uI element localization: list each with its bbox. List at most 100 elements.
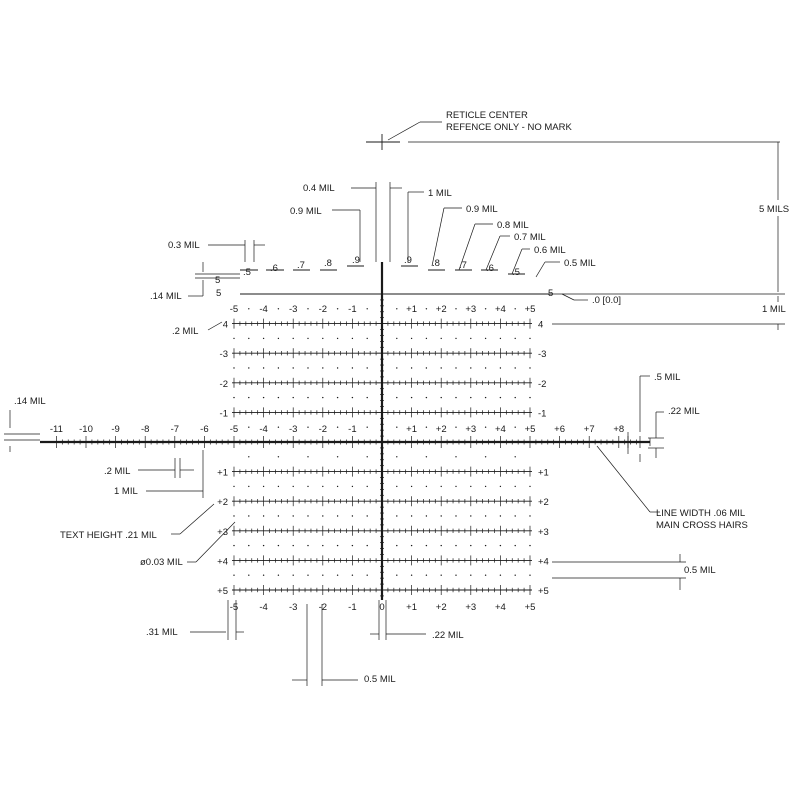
bottom-number: +2 bbox=[436, 602, 447, 613]
bottom-number: -5 bbox=[230, 602, 238, 613]
holdover-dot bbox=[248, 456, 250, 458]
holdover-dot bbox=[336, 426, 339, 428]
holdover-dot bbox=[366, 367, 368, 369]
main-axis-number: +4 bbox=[495, 424, 506, 435]
holdover-dot bbox=[529, 485, 531, 488]
holdover-dot bbox=[277, 337, 280, 340]
holdover-dot bbox=[233, 515, 235, 517]
holdover-dot bbox=[440, 515, 442, 517]
main-axis-number: -7 bbox=[171, 424, 179, 435]
holdover-dot bbox=[351, 515, 354, 517]
holdover-dot bbox=[470, 544, 472, 547]
holdover-dot bbox=[381, 485, 383, 488]
holdover-dot bbox=[366, 485, 368, 488]
holdover-dot bbox=[307, 308, 309, 310]
top-scale-right-3: .6 bbox=[486, 263, 494, 274]
holdover-dot bbox=[455, 367, 457, 369]
bottom-number: +5 bbox=[525, 602, 536, 613]
point31-label: .31 MIL bbox=[146, 627, 178, 638]
row-label-right: +4 bbox=[538, 556, 549, 567]
holdover-dot bbox=[470, 396, 472, 399]
row-top-number: -2 bbox=[319, 304, 327, 315]
one-mil-b-label: 1 MIL bbox=[114, 486, 138, 497]
holdover-dot bbox=[248, 485, 250, 488]
row-label-left: +5 bbox=[217, 586, 228, 597]
holdover-dot bbox=[336, 515, 339, 517]
holdover-dot bbox=[262, 367, 265, 369]
holdover-dot bbox=[366, 515, 368, 517]
holdover-dot bbox=[470, 574, 472, 576]
holdover-dot bbox=[366, 308, 368, 310]
main-axis-number: -4 bbox=[259, 424, 267, 435]
bottom-dimensions: .31 MIL .22 MIL 0.5 MIL bbox=[146, 600, 464, 686]
point14-left-label: .14 MIL bbox=[14, 396, 46, 407]
zero-label: .0 [0.0] bbox=[592, 295, 621, 306]
top-scale-left-1: .6 bbox=[270, 263, 278, 274]
reticle-center-note: RETICLE CENTER REFENCE ONLY - NO MARK bbox=[366, 110, 780, 150]
holdover-dot bbox=[410, 485, 413, 488]
holdover-dot bbox=[262, 544, 265, 547]
holdover-dot bbox=[396, 515, 398, 517]
row-top-number: -4 bbox=[259, 304, 267, 315]
top-scale-left-0: .5 bbox=[243, 267, 251, 278]
holdover-dot bbox=[455, 396, 457, 399]
holdover-dot bbox=[484, 337, 487, 340]
holdover-dot bbox=[233, 544, 235, 547]
holdover-dot bbox=[396, 337, 398, 340]
holdover-dot bbox=[307, 396, 309, 399]
main-axis-number: -6 bbox=[200, 424, 208, 435]
reticle-center-label: RETICLE CENTER bbox=[446, 110, 528, 121]
holdover-dot bbox=[396, 456, 398, 458]
right-dimensions: .5 MIL .22 MIL 0.5 MIL bbox=[552, 372, 716, 590]
holdover-dot bbox=[381, 544, 383, 547]
holdover-dot bbox=[366, 426, 368, 428]
holdover-dot bbox=[322, 485, 324, 488]
holdover-dot bbox=[248, 367, 250, 369]
holdover-dot bbox=[292, 515, 294, 517]
holdover-dot bbox=[455, 574, 457, 576]
holdover-dot bbox=[336, 544, 339, 547]
row-label-right: +2 bbox=[538, 497, 549, 508]
holdover-dot bbox=[499, 544, 502, 547]
holdover-dot bbox=[499, 367, 502, 369]
main-axis-number: +1 bbox=[406, 424, 417, 435]
holdover-dot bbox=[499, 337, 502, 340]
holdover-dot bbox=[233, 574, 235, 576]
holdover-dot bbox=[248, 574, 250, 576]
main-axis-number: +5 bbox=[525, 424, 536, 435]
top-scale-right-4: .5 bbox=[512, 267, 520, 278]
holdover-dot bbox=[425, 337, 428, 340]
point3-mil-label: 0.3 MIL bbox=[168, 240, 200, 251]
holdover-dot bbox=[396, 574, 398, 576]
holdover-dot bbox=[499, 574, 502, 576]
main-axis-number: -2 bbox=[319, 424, 327, 435]
line-width-note: LINE WIDTH .06 MIL MAIN CROSS HAIRS bbox=[596, 445, 748, 531]
holdover-dot bbox=[455, 544, 457, 547]
one-mil-top-label: 1 MIL bbox=[428, 188, 452, 199]
holdover-dot bbox=[277, 485, 280, 488]
holdover-dot bbox=[277, 426, 280, 428]
row-label-left: -3 bbox=[220, 349, 228, 360]
holdover-dot bbox=[292, 574, 294, 576]
holdover-dot bbox=[529, 544, 531, 547]
row-label-right: -3 bbox=[538, 349, 546, 360]
row-top-number: +4 bbox=[495, 304, 506, 315]
main-axis-number: -5 bbox=[230, 424, 238, 435]
holdover-dot bbox=[233, 367, 235, 369]
holdover-dot bbox=[440, 485, 442, 488]
holdover-dot bbox=[322, 574, 324, 576]
holdover-dot bbox=[233, 485, 235, 488]
row-top-number: -3 bbox=[289, 304, 297, 315]
holdover-dot bbox=[455, 308, 457, 310]
holdover-dot bbox=[336, 367, 339, 369]
holdover-dot bbox=[455, 515, 457, 517]
holdover-dot bbox=[396, 396, 398, 399]
holdover-dot bbox=[381, 396, 383, 399]
five-mils-dimension: 5 MILS 1 MIL bbox=[552, 142, 789, 330]
holdover-dot bbox=[514, 396, 516, 399]
diag-label-4: 0.5 MIL bbox=[564, 258, 596, 269]
reference-only-label: REFENCE ONLY - NO MARK bbox=[446, 122, 572, 133]
point4-mil-label: 0.4 MIL bbox=[303, 183, 335, 194]
